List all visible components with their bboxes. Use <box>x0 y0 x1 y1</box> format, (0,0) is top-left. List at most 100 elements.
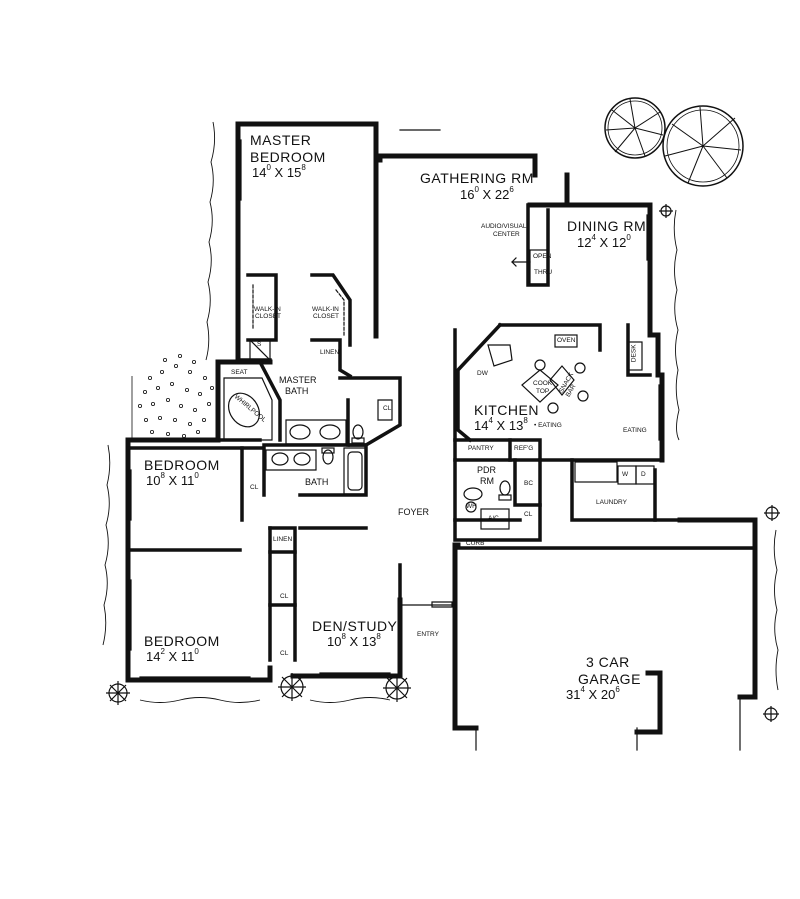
bath-label: BATH <box>305 477 329 487</box>
gathering-room-dim: 160 X 226 <box>460 185 514 202</box>
dim-h: 20 <box>600 687 616 702</box>
master-bedroom-dim: 140 X 158 <box>252 163 306 180</box>
dim-x: X <box>168 473 178 488</box>
s-label: S <box>257 341 262 348</box>
eating-label-kitchen: • EATING <box>534 422 562 429</box>
cl-label-bath: CL <box>383 405 392 412</box>
master-bedroom-name-2: BEDROOM <box>250 149 326 165</box>
dining-room-label: DINING RM <box>567 219 646 233</box>
pdr-label-2: RM <box>480 476 494 486</box>
shrub-icon <box>106 204 780 722</box>
dim-x: X <box>599 235 609 250</box>
oven-label: OVEN <box>557 337 576 344</box>
tree-small-icon <box>604 97 666 159</box>
dim-h-frac: 0 <box>194 471 199 480</box>
dim-h: 13 <box>508 418 524 433</box>
dim-w: 14 <box>474 418 489 433</box>
bedroom-b-label: BEDROOM <box>144 634 220 648</box>
dim-w-frac: 0 <box>474 185 479 194</box>
dim-w-frac: 2 <box>160 647 165 656</box>
refg-label: REF'G <box>514 445 534 452</box>
walkin-closet-a-label-2: CLOSET <box>255 313 282 320</box>
av-center-label-1: AUDIO/VISUAL <box>481 223 527 230</box>
pdr-label-1: PDR <box>477 465 497 475</box>
entry-label: ENTRY <box>417 631 439 638</box>
walls <box>125 121 758 751</box>
dim-h: 11 <box>180 473 195 488</box>
cl-label-hall-1: CL <box>280 593 289 600</box>
dim-h: 22 <box>494 187 510 202</box>
dining-name: DINING RM <box>567 218 647 234</box>
thru-label: THRU <box>534 269 553 276</box>
dw-label: DW <box>477 370 488 377</box>
patio-stipple <box>131 353 218 441</box>
washer-label: W <box>622 471 629 478</box>
dining-room-dim: 124 X 120 <box>577 233 631 250</box>
kitchen-dim: 144 X 138 <box>474 416 528 433</box>
master-bedroom-label-2: BEDROOM <box>250 150 326 164</box>
dim-h-frac: 0 <box>626 233 631 242</box>
dim-h: 11 <box>180 649 195 664</box>
dim-x: X <box>349 634 359 649</box>
dim-h-frac: 8 <box>376 632 381 641</box>
walkin-closet-b-label-1: WALK-IN <box>312 306 339 313</box>
den-study-label: DEN/STUDY <box>312 619 397 633</box>
dim-h: 12 <box>611 235 627 250</box>
bedroom-b-dim: 142 X 110 <box>146 647 199 664</box>
dim-w: 31 <box>566 687 581 702</box>
wh-label: WH <box>466 503 477 510</box>
garage-dim: 314 X 206 <box>566 685 620 702</box>
bedroom-b-name: BEDROOM <box>144 633 220 649</box>
dim-w: 16 <box>460 187 475 202</box>
foyer-label: FOYER <box>398 507 430 517</box>
walkin-closet-b-label-2: CLOSET <box>313 313 340 320</box>
dim-w-frac: 0 <box>266 163 271 172</box>
kitchen-label: KITCHEN <box>474 403 539 417</box>
master-bedroom-name-1: MASTER <box>250 132 312 148</box>
cooktop-label-2: TOP <box>536 388 550 395</box>
av-center-label-2: CENTER <box>493 231 520 238</box>
dim-w-frac: 4 <box>580 685 585 694</box>
cl-label-hall-2: CL <box>280 650 289 657</box>
open-label: OPEN <box>533 253 552 260</box>
master-bath-label-1: MASTER <box>279 375 317 385</box>
bedroom-a-dim: 108 X 110 <box>146 471 199 488</box>
cl-label-bedroom: CL <box>250 484 259 491</box>
dryer-label: D <box>641 471 646 478</box>
garage-name-1: 3 CAR <box>586 654 630 670</box>
landscape <box>102 97 780 722</box>
garage-name-2: GARAGE <box>578 671 641 687</box>
master-bath-label-2: BATH <box>285 386 309 396</box>
dim-w-frac: 4 <box>488 416 493 425</box>
dim-x: X <box>168 649 178 664</box>
dim-w: 14 <box>252 165 267 180</box>
linen-label-2: LINEN <box>273 536 293 543</box>
cl-label-pdr: CL <box>524 511 533 518</box>
tree-large-icon <box>662 105 744 187</box>
dim-w-frac: 8 <box>160 471 165 480</box>
dim-h-frac: 0 <box>194 647 199 656</box>
bedroom-a-name: BEDROOM <box>144 457 220 473</box>
pantry-label: PANTRY <box>468 445 494 452</box>
desk-label: DESK <box>630 344 638 363</box>
gathering-name: GATHERING RM <box>420 170 534 186</box>
dim-x: X <box>496 418 506 433</box>
hedge <box>102 121 779 703</box>
curb-label: CURB <box>466 540 485 547</box>
garage-label-2: GARAGE <box>578 672 641 686</box>
garage-label-1: 3 CAR <box>586 655 630 669</box>
dim-x: X <box>274 165 284 180</box>
dim-w-frac: 8 <box>341 632 346 641</box>
dim-h-frac: 8 <box>523 416 528 425</box>
dim-h: 13 <box>361 634 377 649</box>
dim-h-frac: 6 <box>615 685 620 694</box>
bedroom-a-label: BEDROOM <box>144 458 220 472</box>
ac-label: A/C <box>488 515 499 522</box>
laundry-label: LAUNDRY <box>596 499 627 506</box>
master-bedroom-label: MASTER <box>250 133 311 147</box>
bc-label: BC <box>524 480 534 487</box>
dim-w-frac: 4 <box>591 233 596 242</box>
dim-h-frac: 8 <box>301 163 306 172</box>
dim-w: 10 <box>146 473 161 488</box>
